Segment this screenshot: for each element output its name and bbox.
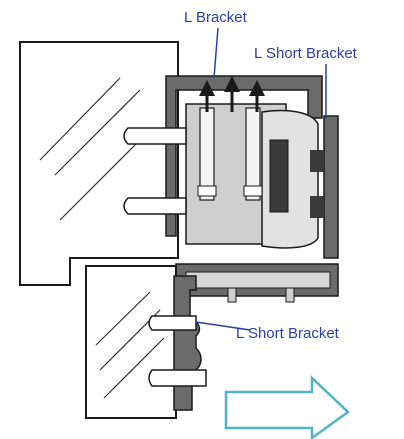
leader-lines: [195, 27, 327, 331]
lower-bracket: [175, 263, 339, 303]
l-short-bracket-right: [323, 115, 339, 259]
upper-panel: [19, 41, 179, 286]
lower-panel-pins: [148, 315, 207, 387]
right-arrow-outline-icon: [224, 375, 350, 439]
hinge-component: [185, 76, 324, 249]
label-l-bracket: L Bracket: [184, 9, 248, 26]
l-bracket: [165, 75, 323, 237]
lower-panel: [85, 265, 177, 419]
label-l-short-bracket-bottom: L Short Bracket: [236, 325, 340, 342]
label-l-short-bracket-top: L Short Bracket: [254, 45, 358, 62]
upper-panel-pins: [123, 127, 187, 215]
